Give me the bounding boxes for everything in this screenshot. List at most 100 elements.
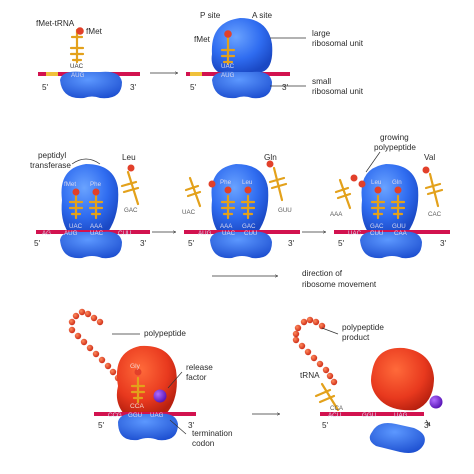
trna-fmet (220, 34, 236, 66)
trna-p-site (68, 194, 84, 220)
release-factor (153, 389, 167, 403)
large-ribosome-subunit (116, 345, 177, 414)
svg-text:CUU: CUU (118, 230, 131, 237)
fmet-label: fMet (64, 181, 76, 188)
trna-label: tRNA (300, 371, 320, 380)
svg-text:CCA: CCA (130, 403, 145, 410)
panel-elongation-1: fMet Phe UAC AAA AG AUG UAC CUU 5' 3' pe… (30, 151, 150, 259)
codon-aug: AUG (71, 72, 85, 79)
trna-gln-incoming (268, 166, 288, 202)
transferase-label: transferase (30, 161, 71, 170)
panel-termination-right: polypeptide product tRNA CCA ACU GGU UAG… (292, 316, 443, 453)
small-ribosome-subunit (118, 413, 178, 441)
fmet-amino-acid (76, 27, 84, 35)
release-arrow (425, 419, 430, 426)
three-prime-label: 3' (140, 239, 147, 248)
polypeptide-chain (68, 308, 122, 382)
three-prime-label: 3' (130, 83, 137, 92)
svg-text:CAA: CAA (394, 230, 408, 237)
svg-text:GUU: GUU (278, 207, 292, 214)
svg-text:UAC: UAC (222, 230, 236, 237)
polypeptide-label: polypeptide (144, 329, 186, 338)
small-ribosome-subunit (210, 231, 272, 259)
phe-label: Phe (90, 181, 102, 188)
small-ribosome-subunit (360, 231, 422, 259)
svg-text:UAG: UAG (150, 412, 164, 419)
fmet-trna-label: fMet-tRNA (36, 19, 75, 28)
three-prime-label: 3' (188, 421, 195, 430)
svg-text:GAC: GAC (242, 223, 256, 230)
gln-label: Gln (392, 179, 402, 186)
release-factor-label: release (186, 363, 213, 372)
small-ribosome-subunit (60, 231, 122, 259)
five-prime-label: 5' (34, 239, 41, 248)
svg-text:CCA: CCA (330, 405, 344, 412)
svg-text:UAC: UAC (348, 230, 362, 237)
large-ribosome-subunit (361, 164, 419, 232)
fmet-label: fMet (86, 27, 103, 36)
large-ribosome-subunit (211, 164, 269, 232)
five-prime-label: 5' (188, 239, 195, 248)
gly-label: Gly (130, 363, 141, 370)
panel-initiation-left: fMet-tRNA fMet UAC AUG 5' 3' (36, 19, 140, 99)
phe-label: Phe (220, 179, 232, 186)
termination-codon-label: termination (192, 429, 233, 438)
fmet-amino-acid (224, 30, 232, 38)
large-unit-label-2: ribosomal unit (312, 39, 364, 48)
trna-fmet (69, 28, 85, 64)
small-unit-label: small (312, 77, 331, 86)
svg-text:UAC: UAC (182, 209, 196, 216)
trna-released (314, 382, 340, 412)
trna-a-site (88, 194, 104, 220)
trna-leu-incoming (120, 170, 140, 206)
direction-label-2: ribosome movement (302, 280, 377, 289)
anticodon-uac: UAC (70, 63, 84, 70)
svg-text:AAA: AAA (220, 223, 233, 230)
codon-aug: AUG (221, 72, 235, 79)
small-ribosome-subunit (369, 423, 425, 453)
svg-text:CUU: CUU (244, 230, 257, 237)
mrna-start-segment (46, 72, 58, 76)
three-prime-label: 3' (440, 239, 447, 248)
termination-codon-label-2: codon (192, 439, 215, 448)
svg-text:GGU: GGU (128, 412, 142, 419)
three-prime-label: 3' (282, 83, 289, 92)
svg-text:AAA: AAA (330, 211, 343, 218)
three-prime-label: 3' (288, 239, 295, 248)
svg-text:AAA: AAA (90, 223, 103, 230)
panel-initiation-right: P site A site fMet UAC AUG 5' 3' large r… (186, 11, 364, 99)
leu-label: Leu (371, 179, 382, 186)
five-prime-label: 5' (190, 83, 197, 92)
polypeptide-product (292, 316, 338, 386)
peptidyl-label: peptidyl (38, 151, 66, 160)
five-prime-label: 5' (42, 83, 49, 92)
release-factor (429, 395, 443, 409)
panel-termination-left: Gly CCA CCG GGU UAG 5' 3' polypeptide re… (68, 308, 233, 448)
p-site-label: P site (200, 11, 221, 20)
svg-text:UAC: UAC (69, 223, 83, 230)
svg-text:CAC: CAC (428, 211, 442, 218)
svg-text:AG: AG (42, 230, 51, 237)
five-prime-label: 5' (98, 421, 105, 430)
svg-text:UAC: UAC (90, 230, 104, 237)
five-prime-label: 5' (322, 421, 329, 430)
large-ribosome-subunit (371, 347, 434, 411)
direction-label: direction of (302, 269, 343, 278)
anticodon-uac: UAC (221, 63, 235, 70)
svg-text:GAC: GAC (370, 223, 384, 230)
trna-val-incoming (424, 172, 444, 208)
small-ribosome-subunit (212, 71, 272, 99)
gln-label: Gln (264, 153, 277, 162)
polypeptide-product-label: polypeptide (342, 323, 384, 332)
polypeptide-product-label-2: product (342, 333, 370, 342)
trna-exiting (184, 176, 202, 208)
svg-text:AUG: AUG (198, 230, 212, 237)
small-unit-label-2: ribosomal unit (312, 87, 364, 96)
svg-text:GUU: GUU (392, 223, 406, 230)
polypeptide-label: polypeptide (374, 143, 416, 152)
svg-text:GAC: GAC (124, 207, 138, 214)
growing-label: growing (380, 133, 409, 142)
five-prime-label: 5' (338, 239, 345, 248)
leu-label: Leu (242, 179, 253, 186)
